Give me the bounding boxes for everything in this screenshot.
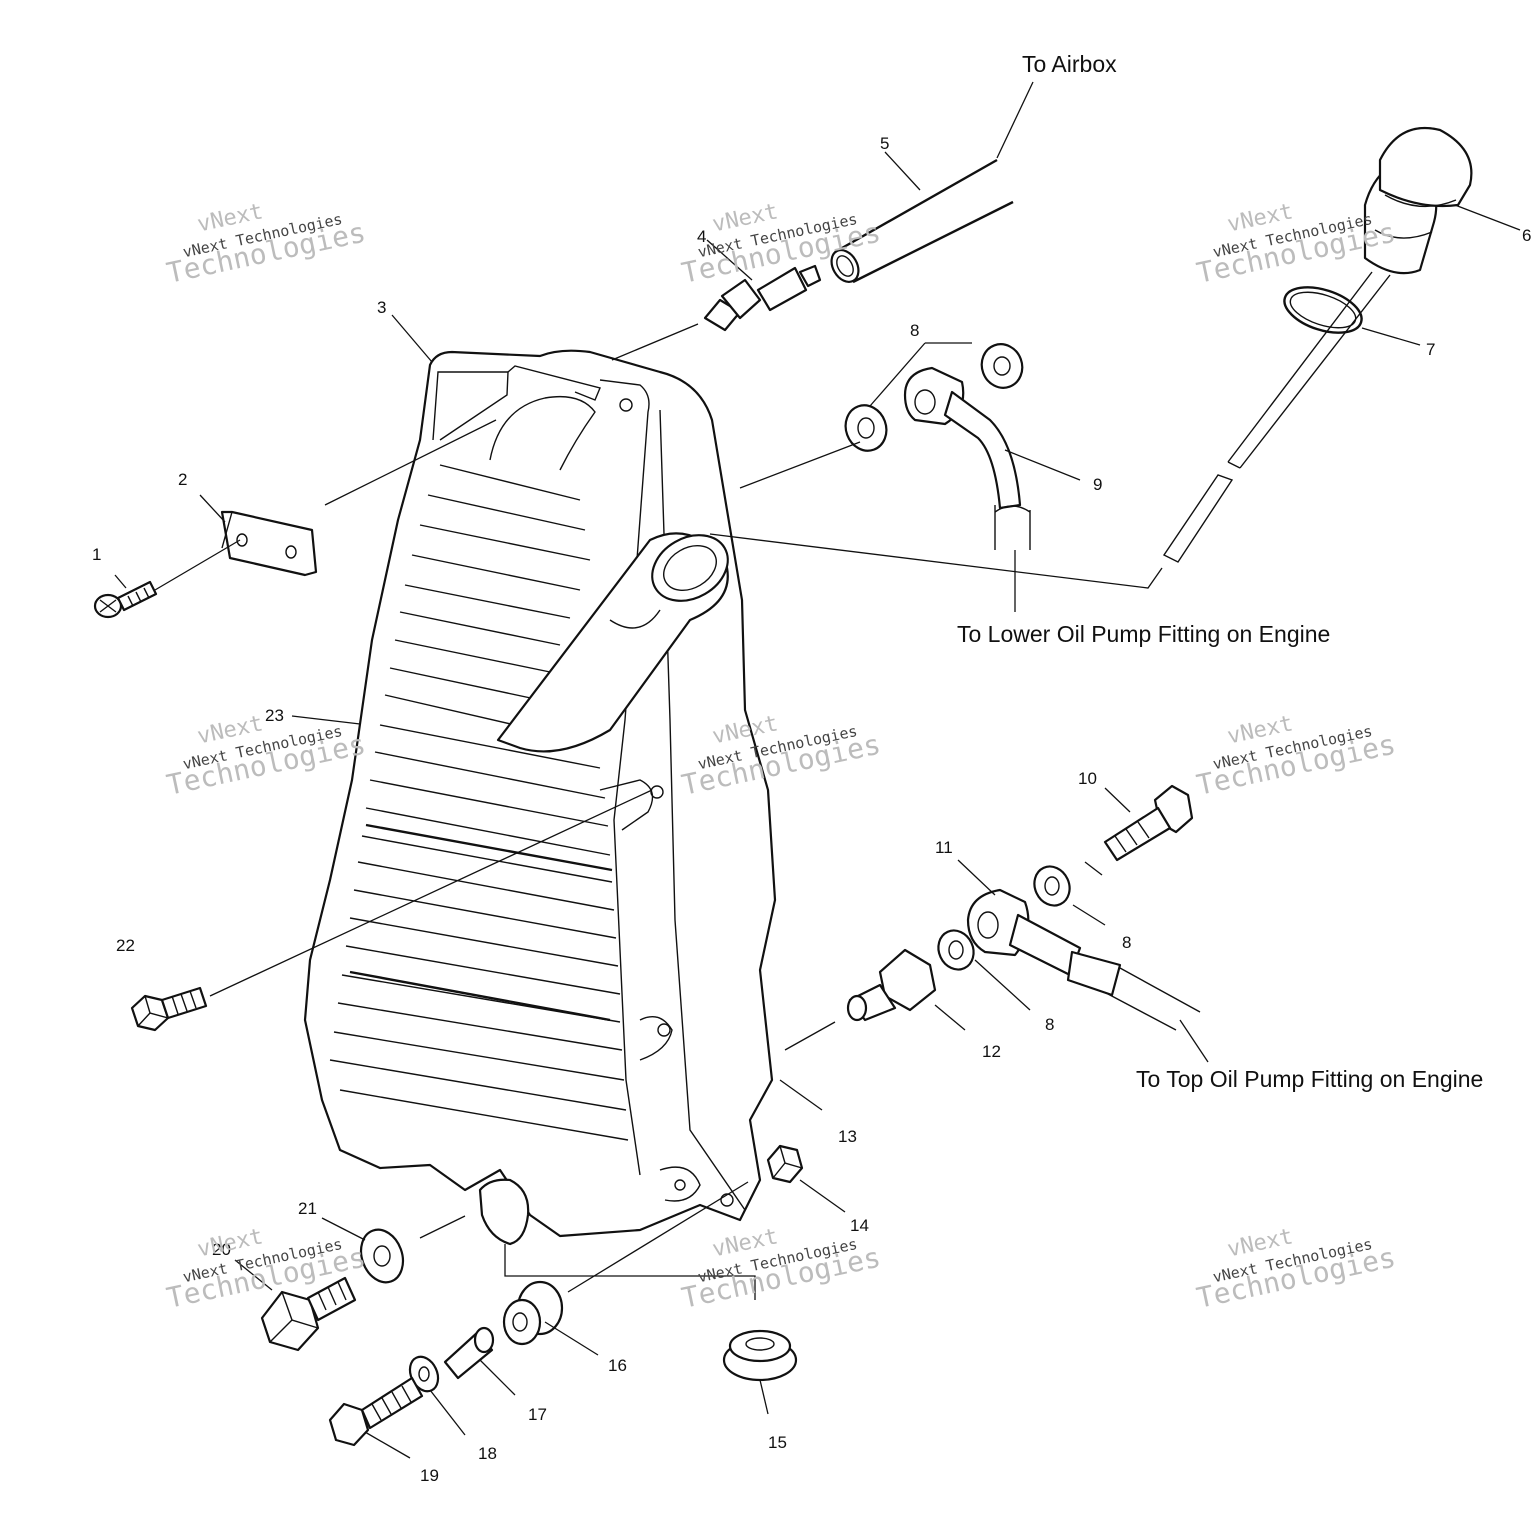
bolt-19 xyxy=(328,1376,424,1447)
screw-1 xyxy=(93,580,158,619)
oil-tank xyxy=(303,349,777,1246)
callout-13: 13 xyxy=(838,1127,857,1146)
callout-5: 5 xyxy=(880,134,889,153)
callout-21: 21 xyxy=(298,1199,317,1218)
washer-8b xyxy=(844,404,888,452)
callout-14: 14 xyxy=(850,1216,869,1235)
callout-19: 19 xyxy=(420,1466,439,1485)
watermark: vNext vNext Technologies Technologies xyxy=(679,199,884,290)
note-top-oil-pump: To Top Oil Pump Fitting on Engine xyxy=(1136,1066,1483,1092)
callout-7: 7 xyxy=(1426,340,1435,359)
routing-notes: To Airbox To Lower Oil Pump Fitting on E… xyxy=(957,51,1483,1092)
callout-9: 9 xyxy=(1093,475,1102,494)
hose-5 xyxy=(830,158,1014,284)
callout-4: 4 xyxy=(697,227,706,246)
note-lower-oil-pump: To Lower Oil Pump Fitting on Engine xyxy=(957,621,1330,647)
drain-plug-20 xyxy=(260,1276,357,1352)
watermark: vNext vNext Technologies Technologies xyxy=(164,711,369,802)
grommet-15 xyxy=(722,1329,798,1382)
tank-ribs xyxy=(329,464,629,1141)
watermark: vNext vNext Technologies Technologies xyxy=(1194,199,1399,290)
callout-12: 12 xyxy=(982,1042,1001,1061)
callout-10: 10 xyxy=(1078,769,1097,788)
nut-14 xyxy=(766,1144,804,1184)
callout-22: 22 xyxy=(116,936,135,955)
callout-6: 6 xyxy=(1522,226,1531,245)
callout-18: 18 xyxy=(478,1444,497,1463)
banjo-fitting-11 xyxy=(966,888,1201,1031)
bolt-22 xyxy=(130,986,208,1032)
fitting-4 xyxy=(703,264,822,332)
spacer-17 xyxy=(443,1326,495,1380)
callout-17: 17 xyxy=(528,1405,547,1424)
callout-numbers: 1 2 3 4 5 6 7 8 8 8 9 10 11 12 13 14 15 … xyxy=(92,134,1531,1485)
washer-8c xyxy=(1033,865,1071,907)
callout-2: 2 xyxy=(178,470,187,489)
dipstick-rod xyxy=(1162,271,1391,563)
bolt-10 xyxy=(1103,784,1194,862)
watermark: vNext vNext Technologies Technologies xyxy=(164,199,369,290)
callout-15: 15 xyxy=(768,1433,787,1452)
callout-11: 11 xyxy=(935,838,953,857)
note-to-airbox: To Airbox xyxy=(1022,51,1117,77)
watermark: vNext vNext Technologies Technologies xyxy=(1194,711,1399,802)
callout-1: 1 xyxy=(92,545,101,564)
o-ring-7 xyxy=(1283,286,1363,334)
callout-20: 20 xyxy=(212,1240,231,1259)
washer-8a xyxy=(980,343,1024,389)
callout-16: 16 xyxy=(608,1356,627,1375)
dipstick-cap-6 xyxy=(1363,126,1473,275)
callout-23: 23 xyxy=(265,706,284,725)
callout-3: 3 xyxy=(377,298,386,317)
callout-8a: 8 xyxy=(910,321,919,340)
grommet-16 xyxy=(502,1280,564,1346)
watermark: vNext vNext Technologies Technologies xyxy=(1194,1224,1399,1315)
washer-8d xyxy=(937,929,975,971)
washer-21 xyxy=(359,1228,405,1284)
callout-8c: 8 xyxy=(1045,1015,1054,1034)
leader-lines xyxy=(114,81,1521,1459)
callout-8b: 8 xyxy=(1122,933,1131,952)
bracket-2 xyxy=(220,510,318,577)
banjo-fitting-9 xyxy=(903,366,1031,550)
fitting-12 xyxy=(846,948,937,1022)
